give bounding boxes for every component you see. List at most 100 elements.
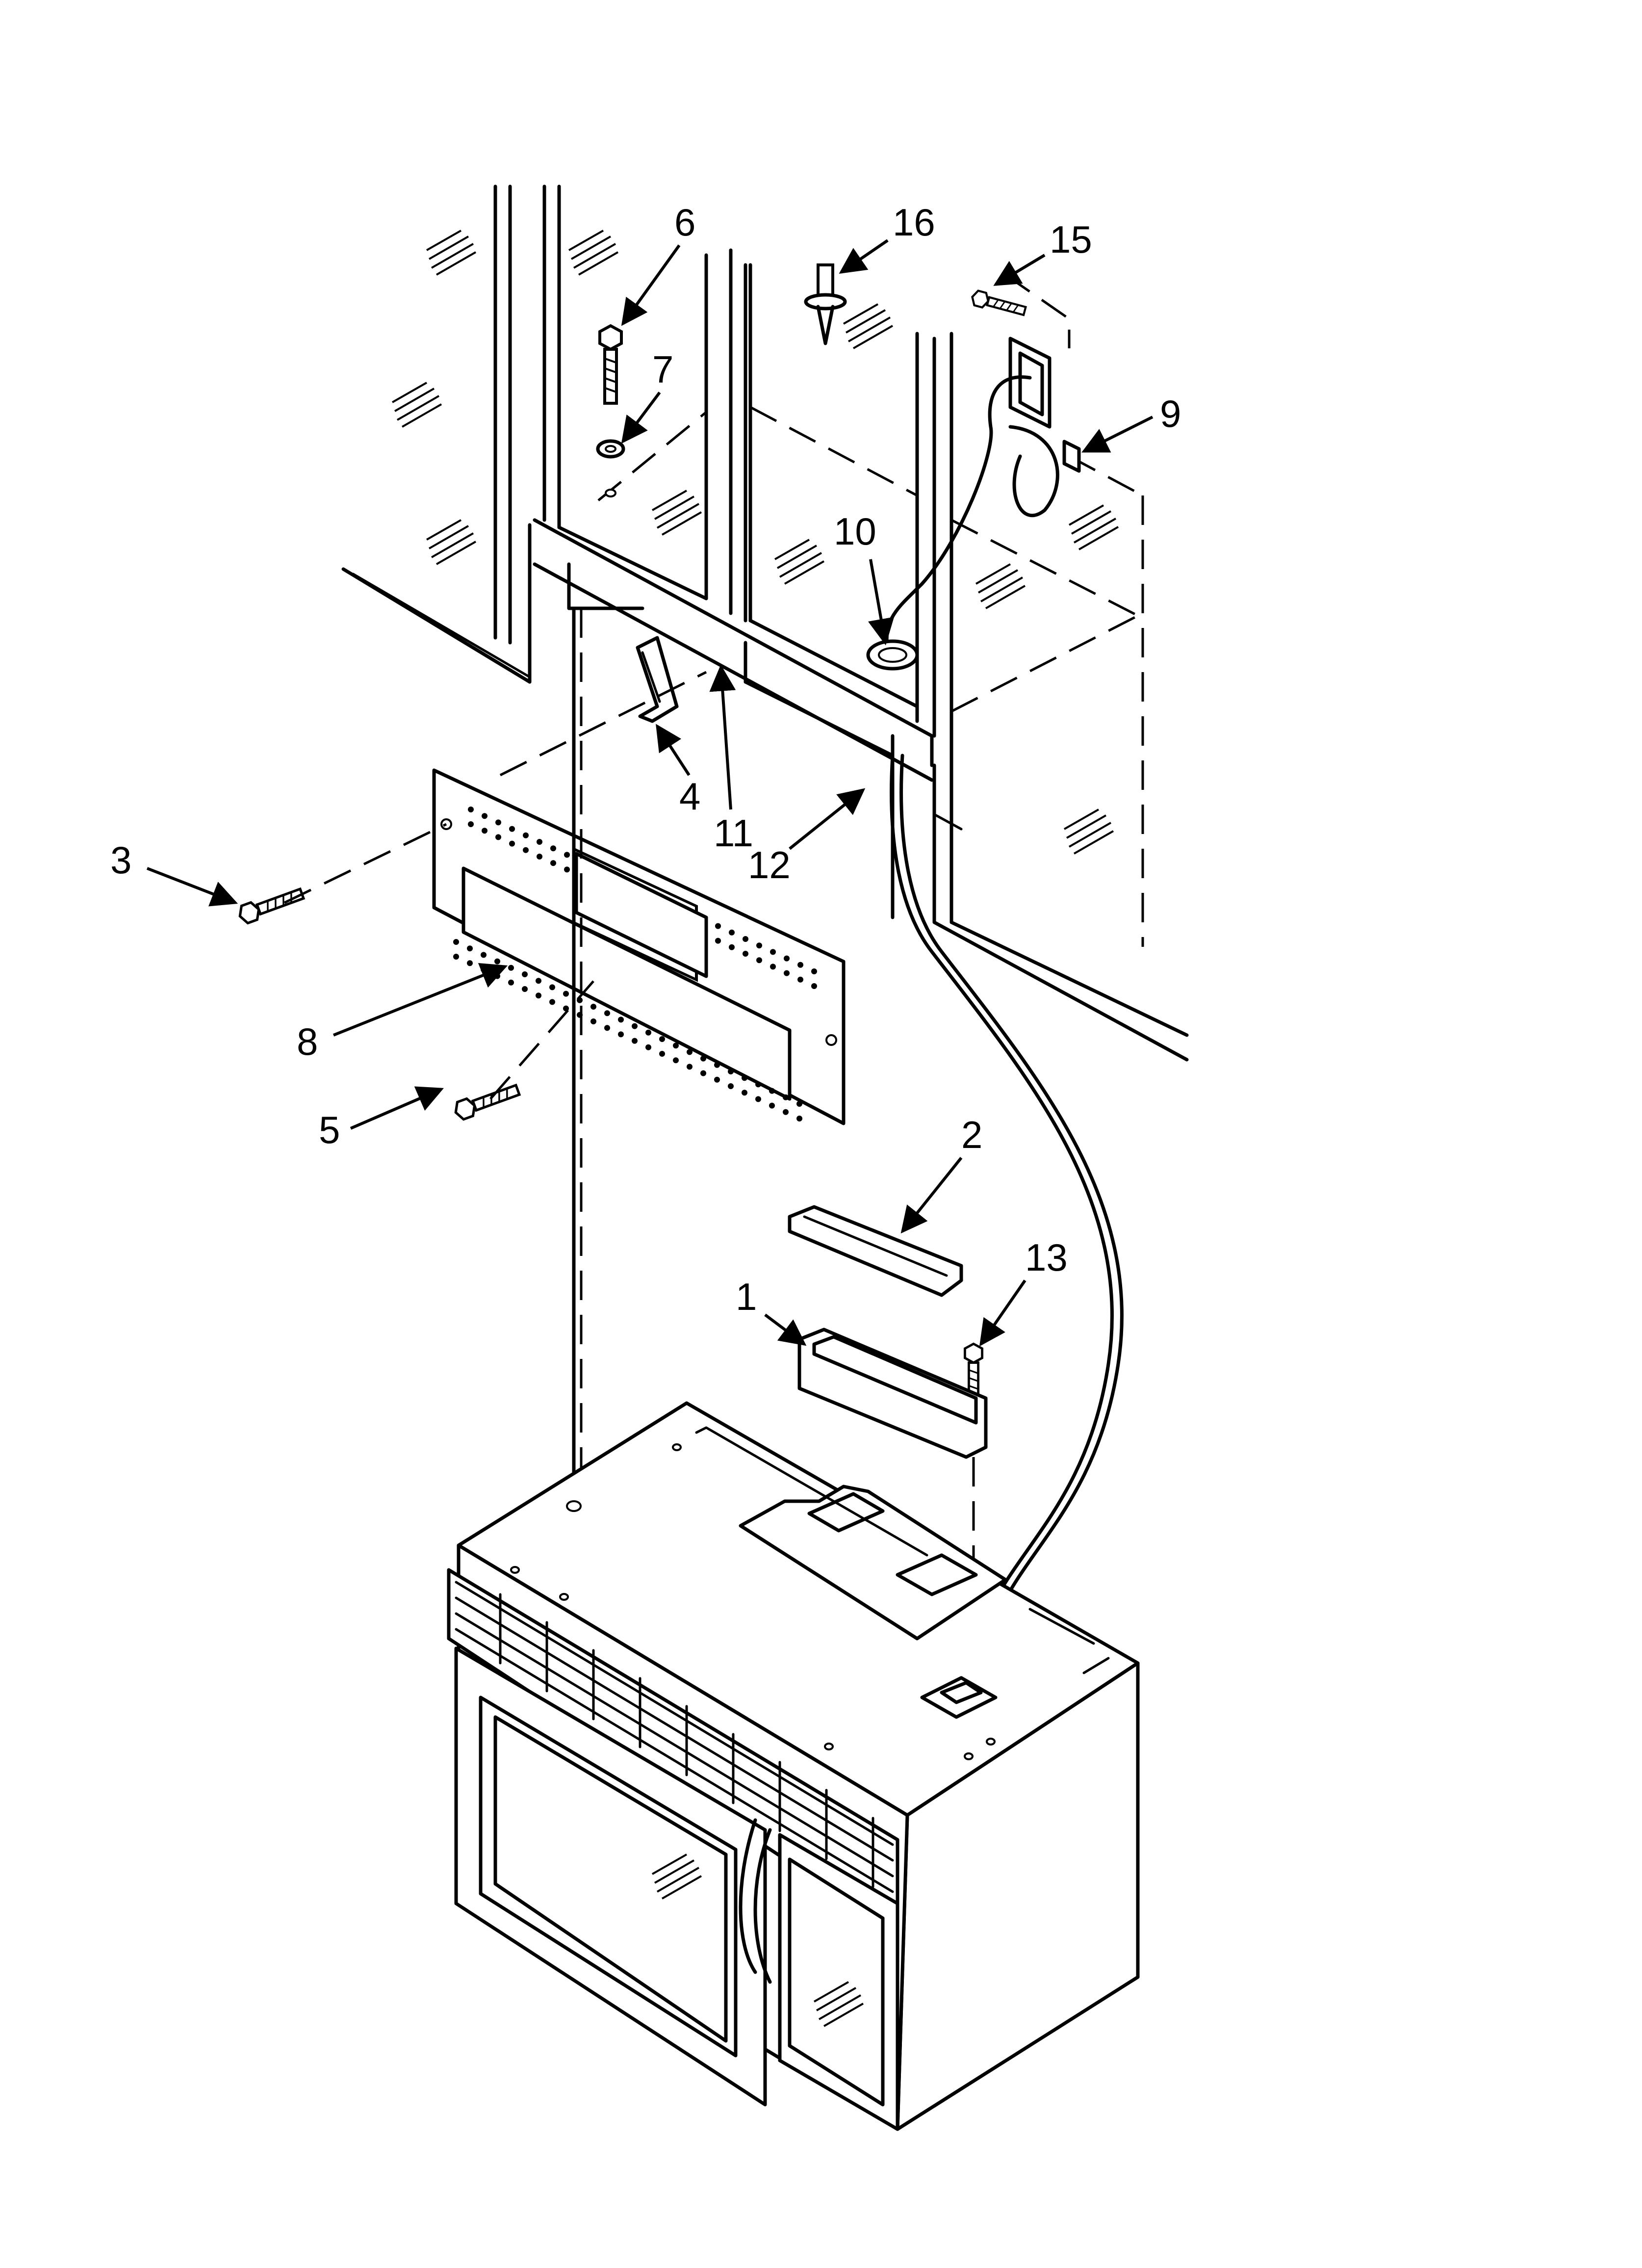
plate-hole <box>468 821 474 827</box>
plate-hole <box>784 955 790 962</box>
plate-hole <box>590 1004 596 1010</box>
plate-hole <box>522 971 528 977</box>
plate-hole <box>508 965 514 971</box>
plate-hole <box>618 1017 624 1023</box>
callout-8: 8 <box>297 1020 318 1063</box>
plate-hole <box>715 938 721 944</box>
plate-hole <box>700 1055 706 1062</box>
plate-hole <box>700 1070 706 1076</box>
grille-slat <box>455 1596 894 1862</box>
microwave-oven <box>447 1401 1140 2131</box>
plate-hole <box>536 992 541 999</box>
plate-hole <box>687 1049 693 1055</box>
plate-hole <box>482 813 487 819</box>
power-outlet <box>1008 337 1052 429</box>
plate-hole <box>755 1096 761 1102</box>
callout-10: 10 <box>834 510 876 553</box>
plate-hole <box>453 939 459 945</box>
plate-hole <box>604 1025 610 1031</box>
plate-hole <box>550 860 556 866</box>
plate-hole <box>645 1029 651 1036</box>
plate-hole <box>673 1057 679 1064</box>
plate-hole <box>714 1062 720 1068</box>
plate-hole <box>494 958 500 965</box>
part-6-screw <box>600 326 621 403</box>
plate-hole <box>811 983 817 989</box>
plate-hole <box>796 1101 802 1107</box>
plate-hole <box>659 1036 665 1042</box>
callout-11: 11 <box>714 811 753 855</box>
plate-hole <box>537 854 542 860</box>
plate-hole <box>715 923 721 929</box>
plate-hole <box>522 986 528 992</box>
callout-12: 12 <box>748 843 791 886</box>
plate-hole <box>811 968 817 974</box>
plate-hole <box>728 1083 734 1089</box>
plate-hole <box>769 1102 775 1109</box>
plate-hole <box>495 834 501 840</box>
part-16-toggle-bolt <box>804 263 847 345</box>
part-2-damper-flap <box>788 1205 963 1297</box>
plate-hole <box>770 949 776 955</box>
plate-hole <box>564 866 570 873</box>
power-cord <box>885 375 1124 1704</box>
plate-hole <box>742 1075 747 1081</box>
plate-hole <box>756 957 762 964</box>
plate-hole <box>495 819 501 826</box>
plate-hole <box>537 839 542 845</box>
callout-7: 7 <box>652 348 673 391</box>
plate-hole <box>482 828 487 834</box>
plate-hole <box>796 1116 802 1121</box>
plate-hole <box>769 1088 775 1094</box>
plate-hole <box>494 973 500 979</box>
plate-hole <box>784 970 790 976</box>
plate-hole <box>783 1094 789 1100</box>
part-9-cord-clamp <box>1062 440 1081 473</box>
plate-hole <box>687 1064 693 1070</box>
callout-13: 13 <box>1025 1236 1068 1279</box>
plate-hole <box>481 966 487 973</box>
grille-slat <box>455 1612 894 1877</box>
grille-slat <box>455 1581 894 1846</box>
plate-hole <box>549 984 555 991</box>
plate-hole <box>742 1090 747 1096</box>
plate-hole <box>508 979 514 986</box>
plate-hole <box>756 942 762 949</box>
plate-hole <box>523 832 529 838</box>
callout-6: 6 <box>674 201 695 244</box>
plate-hole <box>632 1023 638 1029</box>
plate-hole <box>783 1109 789 1115</box>
plate-hole <box>659 1051 665 1057</box>
plate-hole <box>728 1069 734 1074</box>
callout-9: 9 <box>1160 392 1181 435</box>
part-4-bracket-clip <box>636 636 679 723</box>
plate-hole <box>523 847 529 853</box>
plate-hole <box>770 964 776 970</box>
upper-cabinets <box>341 184 1189 1062</box>
callouts: 1 2 3 4 5 6 7 8 9 10 11 12 13 15 16 <box>110 201 1181 1347</box>
grille-slat <box>455 1628 894 1893</box>
plate-hole <box>729 944 735 950</box>
plate-hole <box>481 952 487 958</box>
plate-hole <box>453 954 459 960</box>
callout-16: 16 <box>893 201 935 244</box>
plate-hole <box>618 1031 624 1038</box>
part-8-mounting-plate <box>432 768 846 1125</box>
plate-hole <box>563 991 569 997</box>
callout-1: 1 <box>736 1275 757 1318</box>
part-7-washer <box>596 439 625 497</box>
plate-hole <box>509 840 515 847</box>
plate-hole <box>645 1044 651 1050</box>
plate-hole <box>673 1043 679 1049</box>
callout-15: 15 <box>1050 218 1092 261</box>
plate-hole <box>797 976 803 983</box>
part-15-screw <box>970 289 1026 318</box>
plate-hole <box>536 978 541 984</box>
callout-5: 5 <box>319 1108 340 1151</box>
plate-hole <box>797 962 803 968</box>
plate-hole <box>729 929 735 936</box>
plate-hole <box>604 1010 610 1017</box>
plate-hole <box>743 951 748 957</box>
part-5-screw <box>453 1081 521 1121</box>
